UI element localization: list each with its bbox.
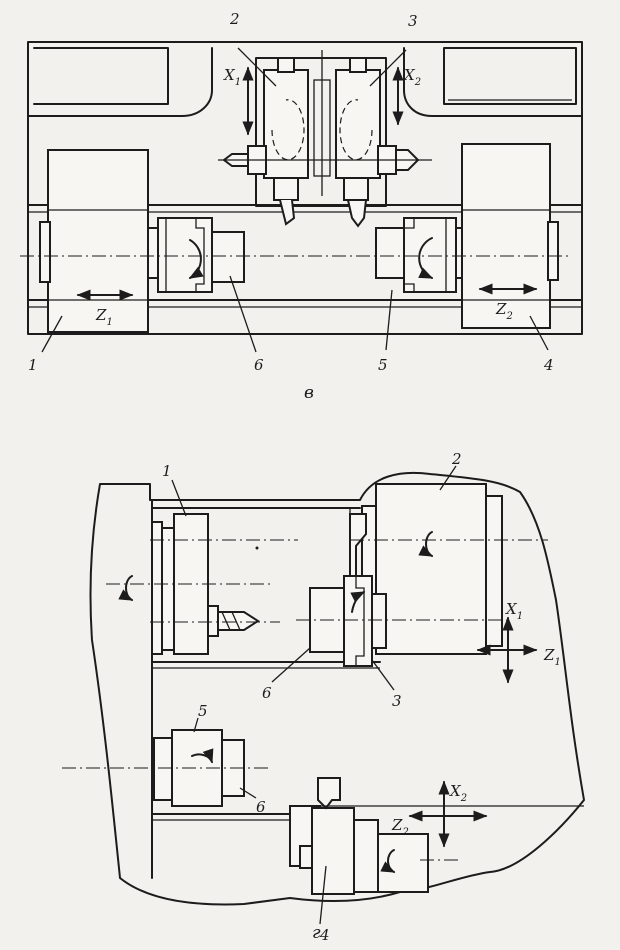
inner-panel-right — [403, 47, 583, 117]
label-g-z1: Z1 — [543, 646, 561, 668]
slide-frame — [255, 57, 387, 207]
drill-bit — [217, 611, 260, 631]
label-z2: Z2 — [495, 300, 513, 322]
label-x2: X2 — [403, 66, 421, 88]
chuck-3 — [343, 575, 373, 667]
rotation-spindle-5 — [191, 748, 214, 764]
tool-4 — [317, 777, 341, 810]
label-1: 1 — [28, 356, 38, 374]
rotation-tool-4 — [380, 849, 396, 873]
rotation-chuck-3 — [350, 591, 366, 613]
rotation-arrow-right — [418, 237, 434, 279]
diagram-g: 1 2 3 4 5 6 6 X1 Z1 X2 Z2 г — [62, 450, 585, 944]
label-g-6a: 6 — [262, 684, 272, 702]
label-4: 4 — [543, 356, 554, 374]
drill-right — [346, 199, 368, 228]
drill-left — [279, 199, 296, 226]
headstock-1 — [47, 149, 149, 333]
label-g-x2: X2 — [449, 782, 467, 804]
upper-window-left — [33, 47, 169, 105]
inner-panel-left — [27, 47, 213, 117]
turret-2 — [263, 69, 309, 179]
label-g-z2: Z2 — [391, 816, 409, 838]
rotation-spindle-1 — [118, 575, 134, 601]
label-g-6b: 6 — [256, 798, 266, 816]
label-6: 6 — [254, 356, 264, 374]
rotation-arrow-left — [188, 239, 204, 279]
label-3: 3 — [408, 12, 418, 30]
tool-carrier-4 — [311, 807, 355, 895]
label-z1: Z1 — [95, 306, 113, 328]
label-x1: X1 — [223, 66, 241, 88]
workpiece-6 — [211, 231, 245, 283]
bed-frame — [27, 41, 583, 335]
label-g-5: 5 — [198, 702, 208, 720]
label-5: 5 — [378, 356, 388, 374]
upper-window-right — [443, 47, 577, 105]
label-g-3: 3 — [392, 692, 402, 710]
label-g-2: 2 — [451, 450, 462, 468]
label-g-4: 4 — [319, 926, 330, 944]
caption-v: в — [304, 383, 314, 403]
label-g-x1: X1 — [505, 600, 523, 622]
chuck-5-right — [403, 217, 457, 293]
turret-3 — [335, 69, 381, 179]
diagram-v: 1 2 3 4 5 6 X1 X2 Z1 Z2 в — [20, 10, 583, 403]
rotation-headstock-2 — [418, 531, 434, 557]
label-g-1: 1 — [162, 462, 172, 480]
housing-outline — [89, 471, 585, 906]
caption-g: г — [312, 923, 321, 943]
label-2: 2 — [229, 10, 240, 28]
headstock-2 — [375, 483, 487, 655]
